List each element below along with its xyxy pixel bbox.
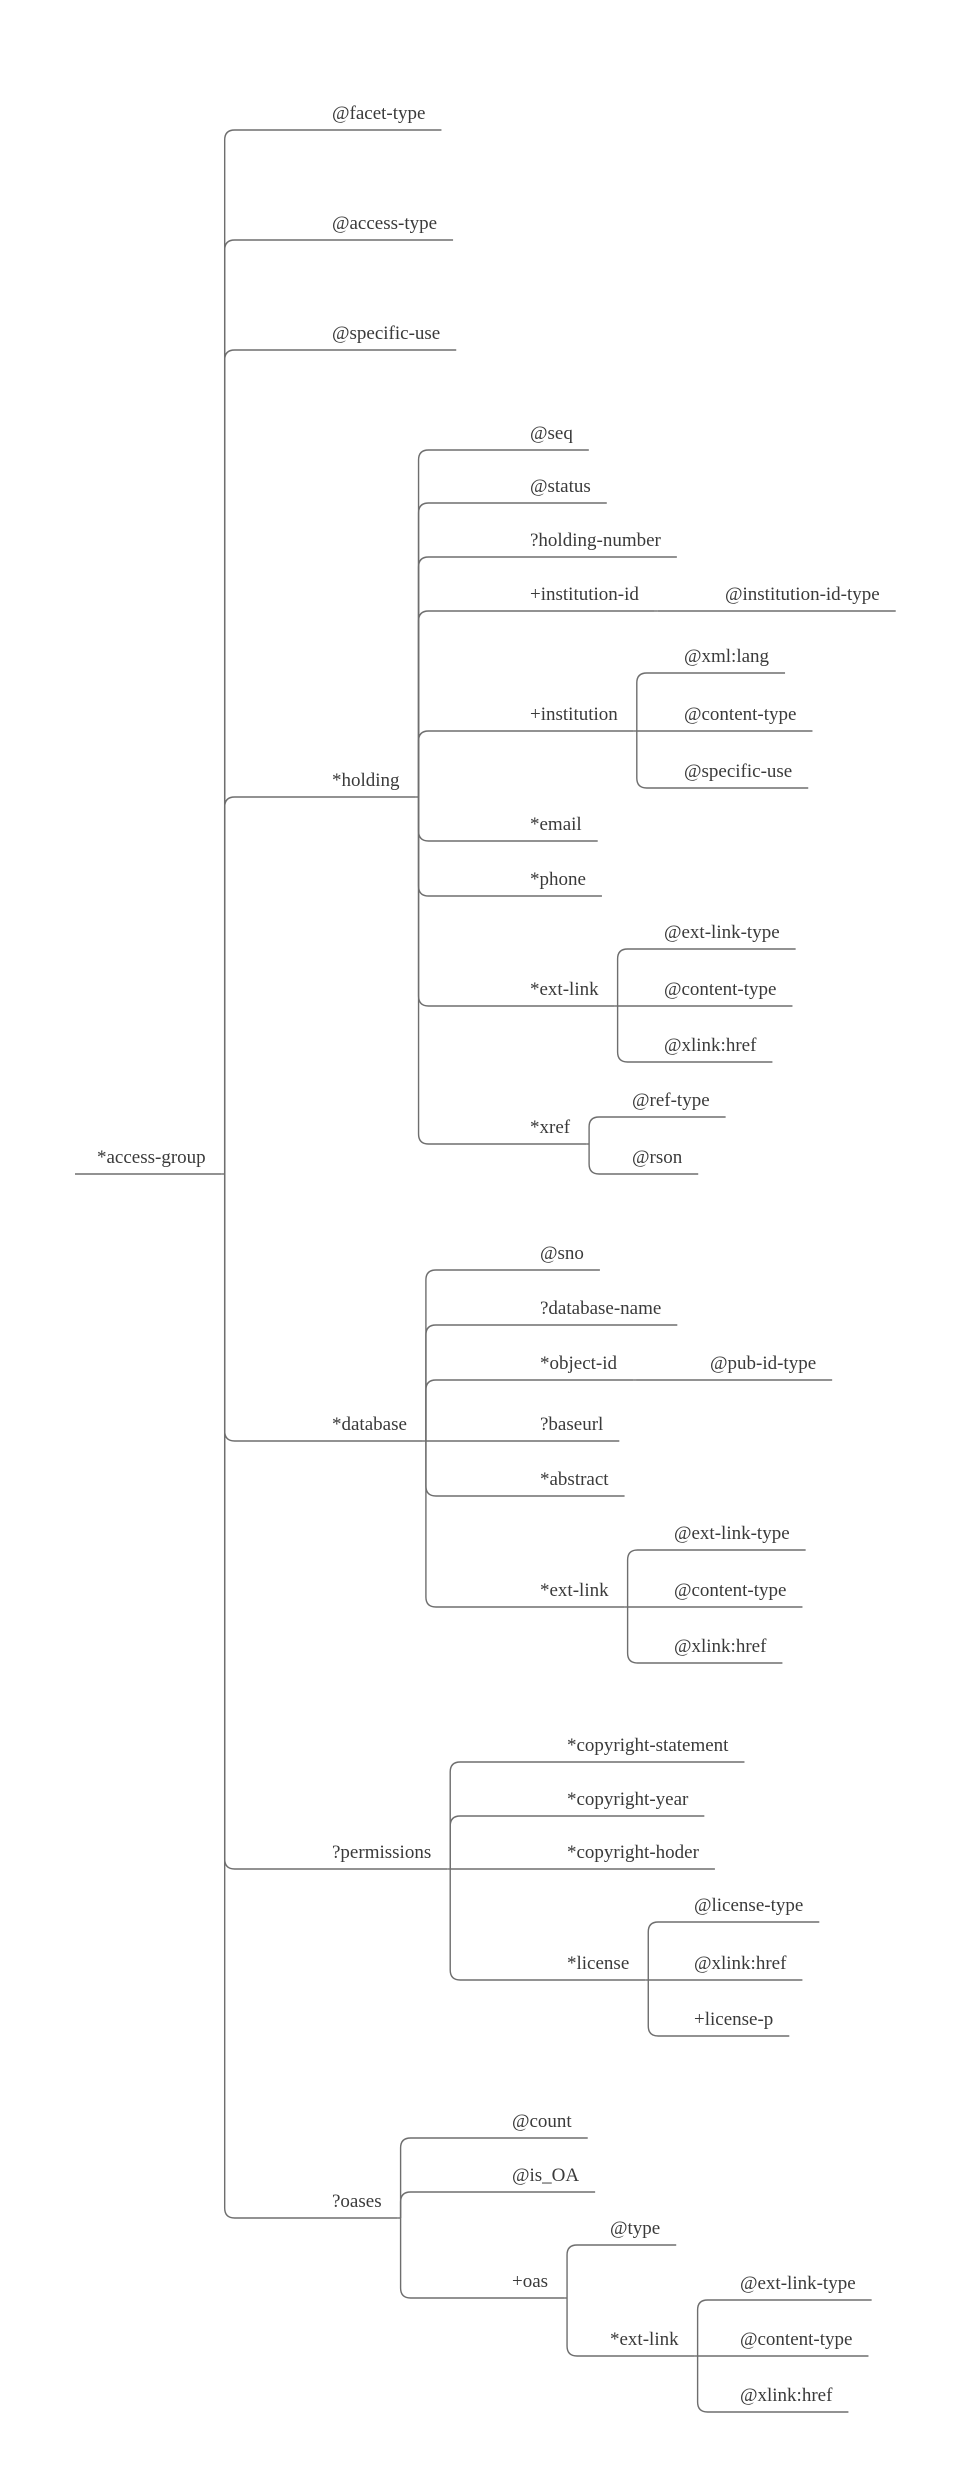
connector-line — [626, 1549, 652, 1607]
connector-line — [417, 730, 508, 797]
connector-line — [417, 797, 508, 897]
node-oas: +oas — [512, 2271, 548, 2292]
connector-line — [566, 2298, 588, 2357]
node-pub-id-type: @pub-id-type — [710, 1353, 816, 1374]
node-type: @type — [610, 2218, 660, 2239]
node-xlink-href: @xlink:href — [674, 1636, 767, 1657]
node-email: *email — [530, 814, 582, 835]
node-license: *license — [567, 1953, 629, 1974]
connector-line — [566, 2244, 588, 2298]
node-holding: *holding — [332, 770, 400, 791]
node-baseurl: ?baseurl — [540, 1414, 603, 1435]
connector-line — [223, 349, 310, 1174]
connector-line — [588, 1144, 610, 1175]
node-ext-link: *ext-link — [610, 2329, 679, 2350]
node-phone: *phone — [530, 869, 586, 890]
connector-line — [223, 1174, 310, 1442]
node-database-name: ?database-name — [540, 1298, 661, 1319]
node-copyright-statement: *copyright-statement — [567, 1735, 729, 1756]
connector-line — [223, 796, 310, 1174]
node-access-type: @access-type — [332, 213, 437, 234]
node-status: @status — [530, 476, 591, 497]
node-content-type: @content-type — [740, 2329, 852, 2350]
node-labels: *access-group @facet-type @access-type @spe… — [97, 103, 880, 2406]
connector-line — [696, 2299, 718, 2356]
connector-line — [449, 1869, 545, 1981]
node-xlink-href: @xlink:href — [664, 1035, 757, 1056]
connector-line — [425, 1269, 518, 1441]
connector-line — [626, 1607, 652, 1664]
connector-line — [399, 2191, 490, 2218]
connector-line — [399, 2137, 490, 2218]
node-ext-link: *ext-link — [540, 1580, 609, 1601]
connector-line — [647, 1921, 672, 1980]
node-rson: @rson — [632, 1147, 683, 1168]
connector-line — [223, 129, 310, 1174]
node-holding-number: ?holding-number — [530, 530, 662, 551]
connector-line — [223, 1174, 310, 2219]
node-ext-link-type: @ext-link-type — [740, 2273, 856, 2294]
node-oases: ?oases — [332, 2191, 382, 2212]
node-seq: @seq — [530, 423, 573, 444]
node-ext-link-type: @ext-link-type — [674, 1523, 790, 1544]
node-license-type: @license-type — [694, 1895, 803, 1916]
connector-line — [636, 672, 662, 731]
connector-line — [588, 1116, 610, 1144]
connector-line — [223, 1174, 310, 1870]
node-abstract: *abstract — [540, 1469, 609, 1490]
node-ref-type: @ref-type — [632, 1090, 710, 1111]
connector-line — [417, 797, 508, 842]
node-count: @count — [512, 2111, 572, 2132]
node-permissions: ?permissions — [332, 1842, 431, 1863]
node-facet-type: @facet-type — [332, 103, 425, 124]
connector-line — [417, 797, 508, 1007]
connector-line — [425, 1441, 518, 1497]
connector-line — [425, 1441, 518, 1608]
node-object-id: *object-id — [540, 1353, 618, 1374]
connector-line — [417, 556, 508, 797]
node-institution: +institution — [530, 704, 618, 725]
connector-line — [616, 1006, 642, 1063]
node-institution-id-type: @institution-id-type — [725, 584, 880, 605]
connector-line — [425, 1324, 518, 1441]
node-copyright-hoder: *copyright-hoder — [567, 1842, 700, 1863]
connector-line — [647, 1980, 672, 2037]
node-xlink-href: @xlink:href — [694, 1953, 787, 1974]
connector-lines — [75, 129, 896, 2413]
node-license-p: +license-p — [694, 2009, 773, 2030]
connector-line — [223, 239, 310, 1174]
connector-line — [399, 2218, 490, 2299]
node-xlink-href: @xlink:href — [740, 2385, 833, 2406]
node-ext-link-type: @ext-link-type — [664, 922, 780, 943]
connector-line — [417, 502, 508, 797]
node-copyright-year: *copyright-year — [567, 1789, 689, 1810]
node-is-oa: @is_OA — [512, 2165, 579, 2186]
node-xref: *xref — [530, 1117, 571, 1138]
connector-line — [417, 610, 508, 797]
node-ext-link: *ext-link — [530, 979, 599, 1000]
node-database: *database — [332, 1414, 407, 1435]
connector-line — [425, 1379, 518, 1441]
connector-line — [449, 1761, 545, 1869]
connector-line — [616, 948, 642, 1006]
connector-line — [696, 2356, 718, 2413]
node-xml-lang: @xml:lang — [684, 646, 770, 667]
node-institution-id: +institution-id — [530, 584, 639, 605]
node-specific-use: @specific-use — [332, 323, 440, 344]
node-content-type: @content-type — [664, 979, 776, 1000]
node-content-type: @content-type — [674, 1580, 786, 1601]
connector-line — [636, 731, 662, 789]
connector-line — [449, 1815, 545, 1869]
node-access-group: *access-group — [97, 1147, 206, 1168]
connector-line — [417, 797, 508, 1145]
node-specific-use: @specific-use — [684, 761, 792, 782]
node-sno: @sno — [540, 1243, 584, 1264]
connector-line — [417, 449, 508, 797]
node-content-type: @content-type — [684, 704, 796, 725]
